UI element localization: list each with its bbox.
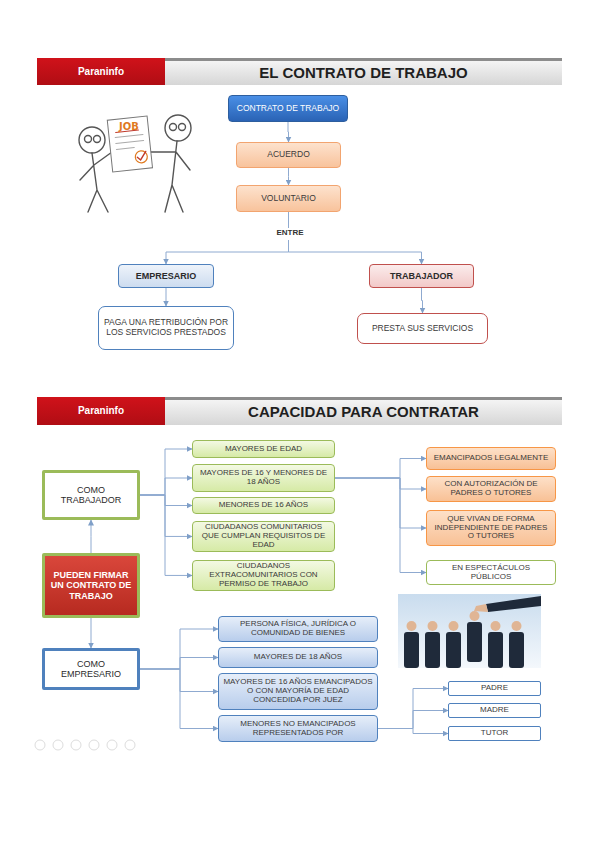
connector-arrow: [335, 459, 426, 479]
party-box: TRABAJADOR: [369, 264, 474, 288]
node-text: CAPACIDAD PARA CONTRATAR: [248, 404, 479, 421]
connector-arrow: [91, 618, 92, 648]
brand-box: Paraninfo: [37, 397, 165, 425]
connector-arrow: [335, 478, 426, 528]
connector-arrow: [140, 495, 192, 536]
connector-arrow: [140, 478, 192, 495]
connector-arrow: [140, 495, 192, 506]
condition-box: MAYORES DE 16 Y MENORES DE 18 AÑOS: [192, 464, 335, 492]
node-text: EMPRESARIO: [136, 271, 197, 281]
connector-arrow: [91, 520, 92, 553]
connector-arrow: [288, 122, 290, 142]
node-text: COMO TRABAJADOR: [49, 485, 133, 505]
description-box: PRESTA SUS SERVICIOS: [357, 313, 488, 344]
node-text: MAYORES DE EDAD: [225, 445, 302, 454]
businessmen-photo: [398, 594, 541, 668]
connector-arrow: [335, 478, 426, 489]
connector-arrow: [378, 729, 448, 734]
node-text: PRESTA SUS SERVICIOS: [372, 324, 473, 334]
connector-arrow: [140, 669, 218, 729]
subcondition-box: EMANCIPADOS LEGALMENTE: [426, 447, 556, 470]
connector-arrow: [140, 629, 218, 669]
node-text: COMO EMPRESARIO: [49, 659, 133, 679]
node-text: PAGA UNA RETRIBUCIÓN POR LOS SERVICIOS P…: [103, 318, 229, 337]
node-text: MAYORES DE 16 Y MENORES DE 18 AÑOS: [197, 469, 330, 487]
condition-box: PERSONA FÍSICA, JURÍDICA O COMUNIDAD DE …: [218, 616, 378, 642]
concept-box: CONTRATO DE TRABAJO: [228, 95, 348, 122]
node-text: MENORES DE 16 AÑOS: [219, 501, 308, 510]
node-text: QUE VIVAN DE FORMA INDEPENDIENTE DE PADR…: [431, 515, 551, 542]
node-text: MAYORES DE 16 AÑOS EMANCIPADOS O CON MAY…: [223, 678, 373, 705]
node-text: TRABAJADOR: [390, 271, 453, 281]
connector-arrow: [140, 669, 218, 692]
representative-box: TUTOR: [448, 726, 541, 741]
connector-arrow: [335, 478, 426, 573]
node-text: EMANCIPADOS LEGALMENTE: [434, 454, 549, 463]
representative-box: MADRE: [448, 703, 541, 718]
node-text: PUEDEN FIRMAR UN CONTRATO DE TRABAJO: [49, 570, 133, 600]
stick-figures-illustration: [79, 115, 191, 212]
party-box: EMPRESARIO: [118, 264, 214, 288]
brand-box: Paraninfo: [37, 58, 165, 85]
subcondition-box: QUE VIVAN DE FORMA INDEPENDIENTE DE PADR…: [426, 510, 556, 546]
category-box: COMO EMPRESARIO: [42, 648, 140, 690]
node-text: CIUDADANOS COMUNITARIOS QUE CUMPLAN REQU…: [197, 523, 330, 550]
node-text: Paraninfo: [78, 405, 124, 416]
node-text: CON AUTORIZACIÓN DE PADRES O TUTORES: [431, 480, 551, 498]
node-text: PERSONA FÍSICA, JURÍDICA O COMUNIDAD DE …: [223, 620, 373, 638]
node-text: EL CONTRATO DE TRABAJO: [259, 65, 467, 82]
subcondition-box: EN ESPECTÁCULOS PÚBLICOS: [426, 560, 556, 585]
connector-arrow: [378, 711, 448, 729]
node-text: MENORES NO EMANCIPADOS REPRESENTADOS POR: [223, 720, 373, 738]
node-text: ACUERDO: [267, 150, 310, 160]
slide-controls: [35, 740, 135, 750]
document-text: JOB: [114, 121, 144, 133]
condition-box: MAYORES DE 18 AÑOS: [218, 647, 378, 668]
category-box: COMO TRABAJADOR: [42, 470, 140, 520]
condition-box: MENORES NO EMANCIPADOS REPRESENTADOS POR: [218, 715, 378, 742]
condition-box: MAYORES DE EDAD: [192, 440, 335, 458]
connector-arrow: [166, 288, 167, 306]
node-text: CONTRATO DE TRABAJO: [237, 104, 340, 114]
condition-box: MAYORES DE 16 AÑOS EMANCIPADOS O CON MAY…: [218, 673, 378, 710]
node-text: EN ESPECTÁCULOS PÚBLICOS: [431, 564, 551, 582]
node-text: TUTOR: [481, 729, 508, 738]
condition-box: CIUDADANOS COMUNITARIOS QUE CUMPLAN REQU…: [192, 521, 335, 552]
process-box: VOLUNTARIO: [236, 185, 341, 212]
node-text: MADRE: [480, 706, 509, 715]
node-text: VOLUNTARIO: [261, 194, 316, 204]
node-text: MAYORES DE 18 AÑOS: [254, 653, 342, 662]
connector-arrow: [422, 288, 423, 313]
process-box: ACUERDO: [236, 142, 341, 168]
connector-arrow: [378, 689, 448, 729]
title-band: CAPACIDAD PARA CONTRATAR: [165, 397, 562, 425]
root-box: PUEDEN FIRMAR UN CONTRATO DE TRABAJO: [42, 553, 140, 618]
description-box: PAGA UNA RETRIBUCIÓN POR LOS SERVICIOS P…: [98, 306, 234, 350]
node-text: PADRE: [481, 684, 508, 693]
node-text: Paraninfo: [78, 66, 124, 77]
condition-box: CIUDADANOS EXTRACOMUNITARIOS CON PERMISO…: [192, 560, 335, 591]
connector-arrow: [288, 168, 289, 185]
connector-arrow: [140, 658, 218, 670]
connector-label: ENTRE: [270, 228, 310, 240]
condition-box: MENORES DE 16 AÑOS: [192, 497, 335, 514]
connector-arrow: [140, 495, 192, 575]
connector-arrow: [140, 449, 192, 495]
node-text: CIUDADANOS EXTRACOMUNITARIOS CON PERMISO…: [197, 562, 330, 589]
subcondition-box: CON AUTORIZACIÓN DE PADRES O TUTORES: [426, 476, 556, 502]
representative-box: PADRE: [448, 681, 541, 696]
title-band: EL CONTRATO DE TRABAJO: [165, 58, 562, 85]
